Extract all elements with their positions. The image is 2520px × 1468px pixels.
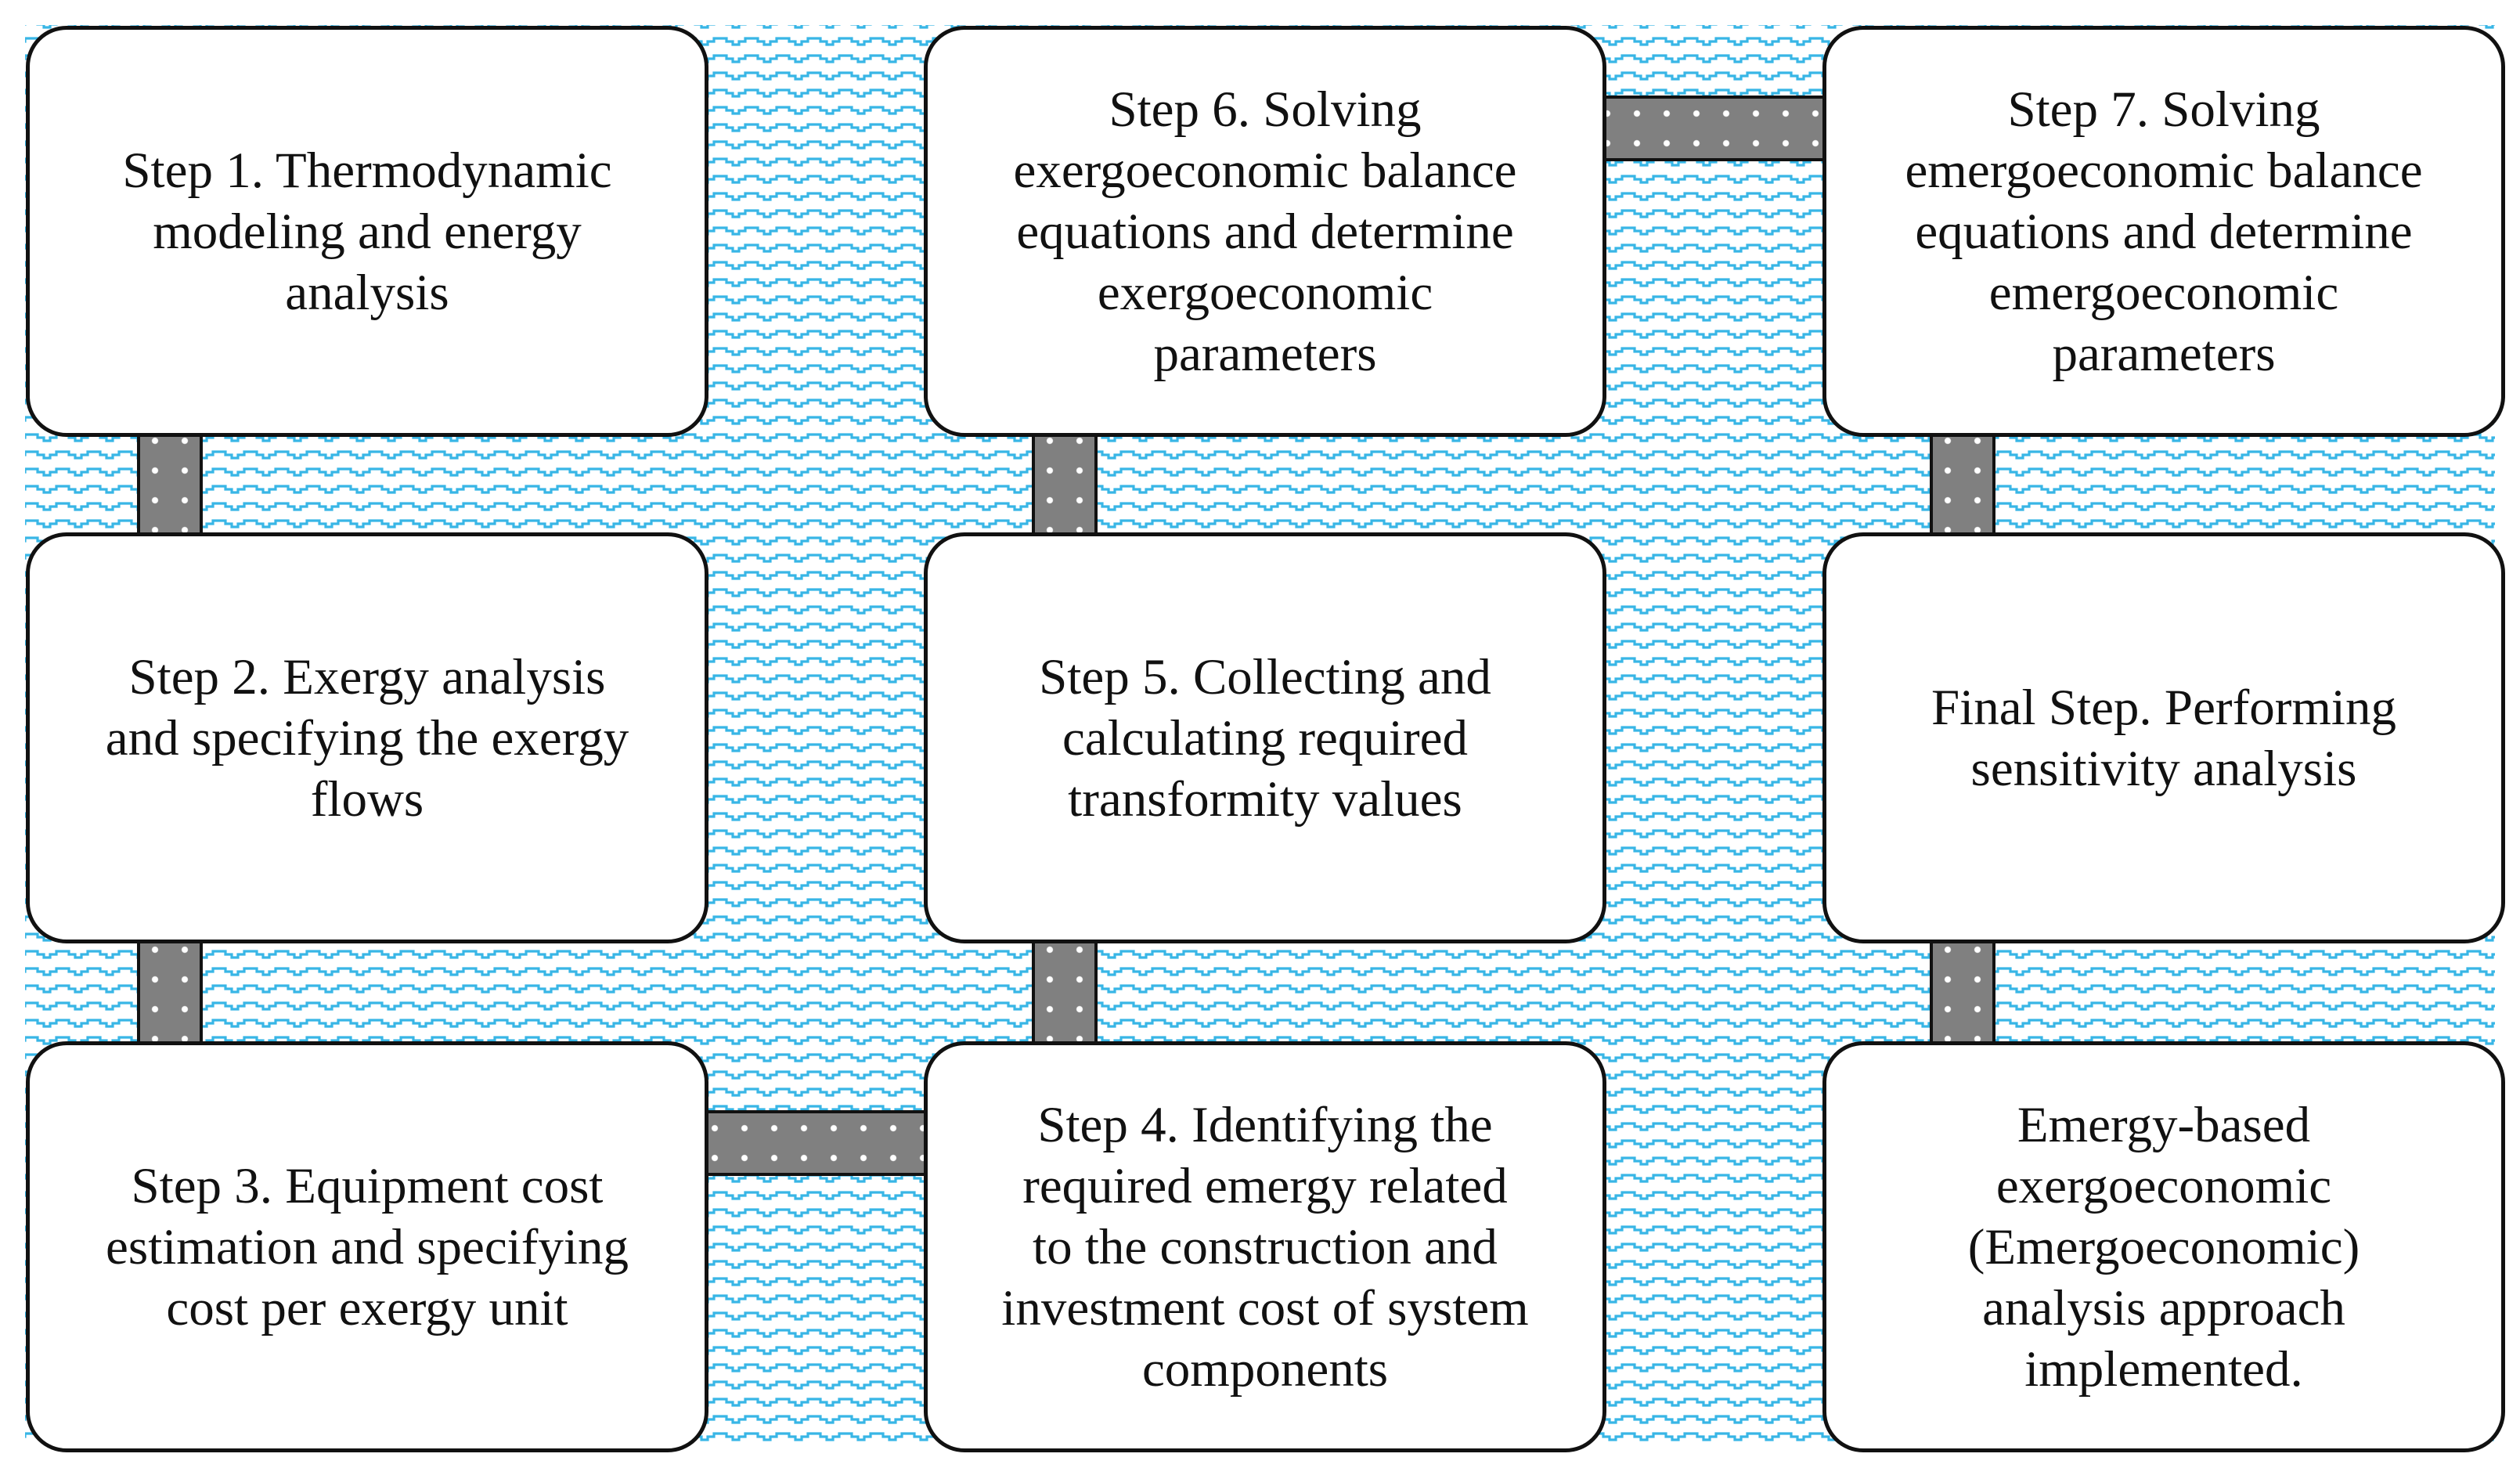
connector-step7-final-step <box>1930 423 1995 544</box>
step6-text: Step 6. Solving exergoeconomic balance e… <box>1013 81 1517 382</box>
final-step-box: Final Step. Performing sensitivity analy… <box>1822 532 2505 943</box>
step7-text: Step 7. Solving emergoeconomic balance e… <box>1905 81 2423 382</box>
step2-text: Step 2. Exergy analysis and specifying t… <box>105 648 629 828</box>
connector-step4-step5 <box>1032 932 1098 1053</box>
step4-text: Step 4. Identifying the required emergy … <box>1001 1096 1529 1398</box>
connector-final-step-result <box>1930 932 1995 1053</box>
connector-step5-step6 <box>1032 423 1098 544</box>
connector-step2-step3 <box>137 932 203 1053</box>
connector-step1-step2 <box>137 423 203 544</box>
connector-step3-step4 <box>697 1110 947 1176</box>
result-text: Emergy-based exergoeconomic (Emergoecono… <box>1967 1096 2360 1398</box>
step6-box: Step 6. Solving exergoeconomic balance e… <box>924 26 1606 437</box>
step3-text: Step 3. Equipment cost estimation and sp… <box>106 1157 629 1336</box>
step1-text: Step 1. Thermodynamic modeling and energ… <box>122 142 612 321</box>
step1-box: Step 1. Thermodynamic modeling and energ… <box>26 26 708 437</box>
connector-step6-step7 <box>1589 96 1848 161</box>
step3-box: Step 3. Equipment cost estimation and sp… <box>26 1041 708 1452</box>
result-box: Emergy-based exergoeconomic (Emergoecono… <box>1822 1041 2505 1452</box>
step5-box: Step 5. Collecting and calculating requi… <box>924 532 1606 943</box>
final-step-text: Final Step. Performing sensitivity analy… <box>1931 679 2396 797</box>
step4-box: Step 4. Identifying the required emergy … <box>924 1041 1606 1452</box>
step7-box: Step 7. Solving emergoeconomic balance e… <box>1822 26 2505 437</box>
step2-box: Step 2. Exergy analysis and specifying t… <box>26 532 708 943</box>
step5-text: Step 5. Collecting and calculating requi… <box>1039 648 1491 828</box>
